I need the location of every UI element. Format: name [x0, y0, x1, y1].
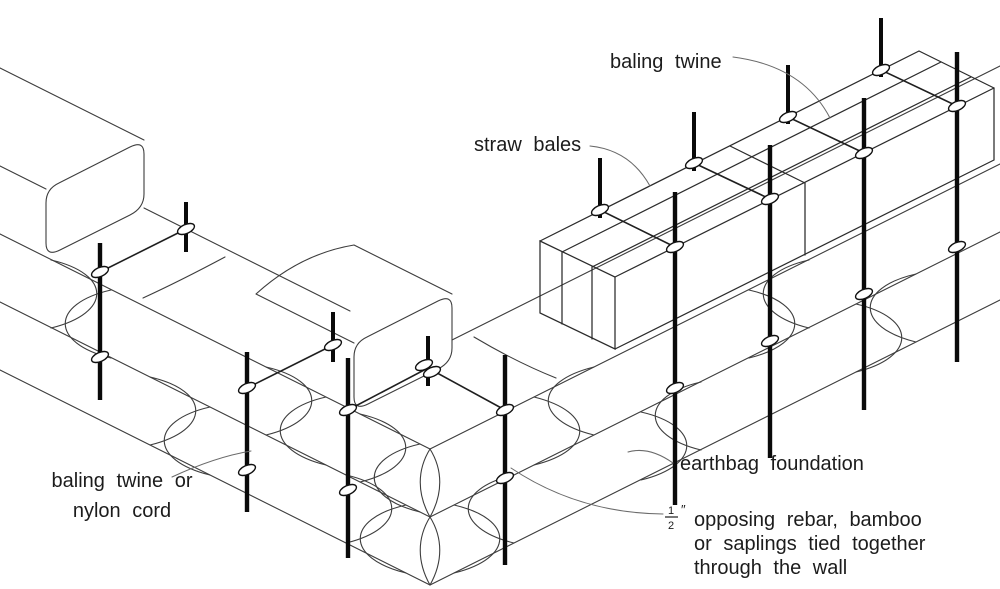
leader-lines: [171, 56, 831, 515]
twine-loop: [495, 471, 515, 485]
leader-rebar-note: [510, 467, 664, 515]
twine-loop-corner: [422, 365, 442, 379]
leader-baling-twine: [732, 56, 831, 119]
twine-loop: [854, 146, 874, 160]
bale-twine-lines: [561, 61, 972, 340]
twine-loop: [947, 99, 967, 113]
twine-loop: [338, 483, 358, 497]
rebar-stakes: [97, 18, 960, 565]
label-rebar-line3: through the wall: [694, 557, 847, 579]
leader-straw-bales: [589, 145, 651, 187]
twine-loop: [323, 338, 343, 352]
label-rebar-line2: or saplings tied together: [694, 533, 926, 555]
twine-loop: [90, 265, 110, 279]
twine-loop: [590, 203, 610, 217]
tie-line: [599, 209, 676, 248]
twine-loop-corner: [414, 358, 434, 372]
fraction-denominator: 2: [668, 520, 674, 532]
twine-ties: [99, 69, 958, 411]
fraction-numerator: 1: [668, 505, 674, 517]
label-cord-line1: baling twine or: [52, 470, 193, 492]
leader-nylon-cord: [171, 450, 252, 478]
label-cord-line2: nylon cord: [73, 500, 171, 522]
twine-loop: [495, 403, 515, 417]
bag-end-arcs-right-course1: [453, 273, 917, 574]
labels: baling twine straw bales baling twine or…: [52, 51, 926, 579]
tie-line: [99, 228, 187, 273]
twine-loop: [176, 222, 196, 236]
leader-earthbag-foundation: [627, 449, 674, 464]
twine-loop: [778, 110, 798, 124]
label-rebar-line1: opposing rebar, bamboo: [694, 509, 922, 531]
label-rebar-note: 1 2 ″ opposing rebar, bamboo or saplings…: [665, 502, 926, 579]
twine-loop: [947, 240, 967, 254]
twine-loop: [237, 463, 257, 477]
corner-bag-curves: [419, 448, 441, 586]
foundation-back-edges: [143, 65, 1000, 341]
twine-loop: [760, 192, 780, 206]
top-course-corner-bag: [255, 244, 453, 407]
tie-line: [347, 367, 429, 411]
tie-line: [427, 367, 506, 411]
tie-line: [693, 162, 771, 200]
twine-loop: [760, 334, 780, 348]
foundation-front-edges-left: [0, 233, 431, 586]
bale-top-face: [539, 50, 995, 242]
label-straw-bales: straw bales: [474, 134, 581, 156]
twine-loop: [237, 381, 257, 395]
twine-loop: [90, 350, 110, 364]
bag-end-arcs-top-faces: [142, 256, 557, 379]
twine-loop: [854, 287, 874, 301]
twine-loop: [684, 156, 704, 170]
bag-end-arcs-right-course2: [533, 259, 810, 466]
label-earthbag-foundation: earthbag foundation: [680, 453, 864, 475]
tie-line: [880, 69, 958, 107]
bale-joint: [729, 145, 806, 256]
bale-end-face: [539, 240, 616, 350]
bag-end-arcs-left-course1: [149, 376, 407, 574]
twine-loop: [665, 381, 685, 395]
tie-line: [246, 344, 334, 389]
twine-loop: [665, 240, 685, 254]
earthbag-foundation-drawing: [0, 65, 1000, 586]
twine-loop: [338, 403, 358, 417]
label-baling-twine: baling twine: [610, 51, 722, 73]
bag-end-arcs-left-course2: [50, 259, 421, 513]
twine-loops: [90, 63, 967, 497]
twine-loop: [871, 63, 891, 77]
inch-mark: ″: [681, 502, 686, 517]
tie-line: [787, 116, 865, 154]
foundation-front-edges-right: [429, 163, 1000, 586]
top-course-far-bag: [0, 67, 145, 253]
